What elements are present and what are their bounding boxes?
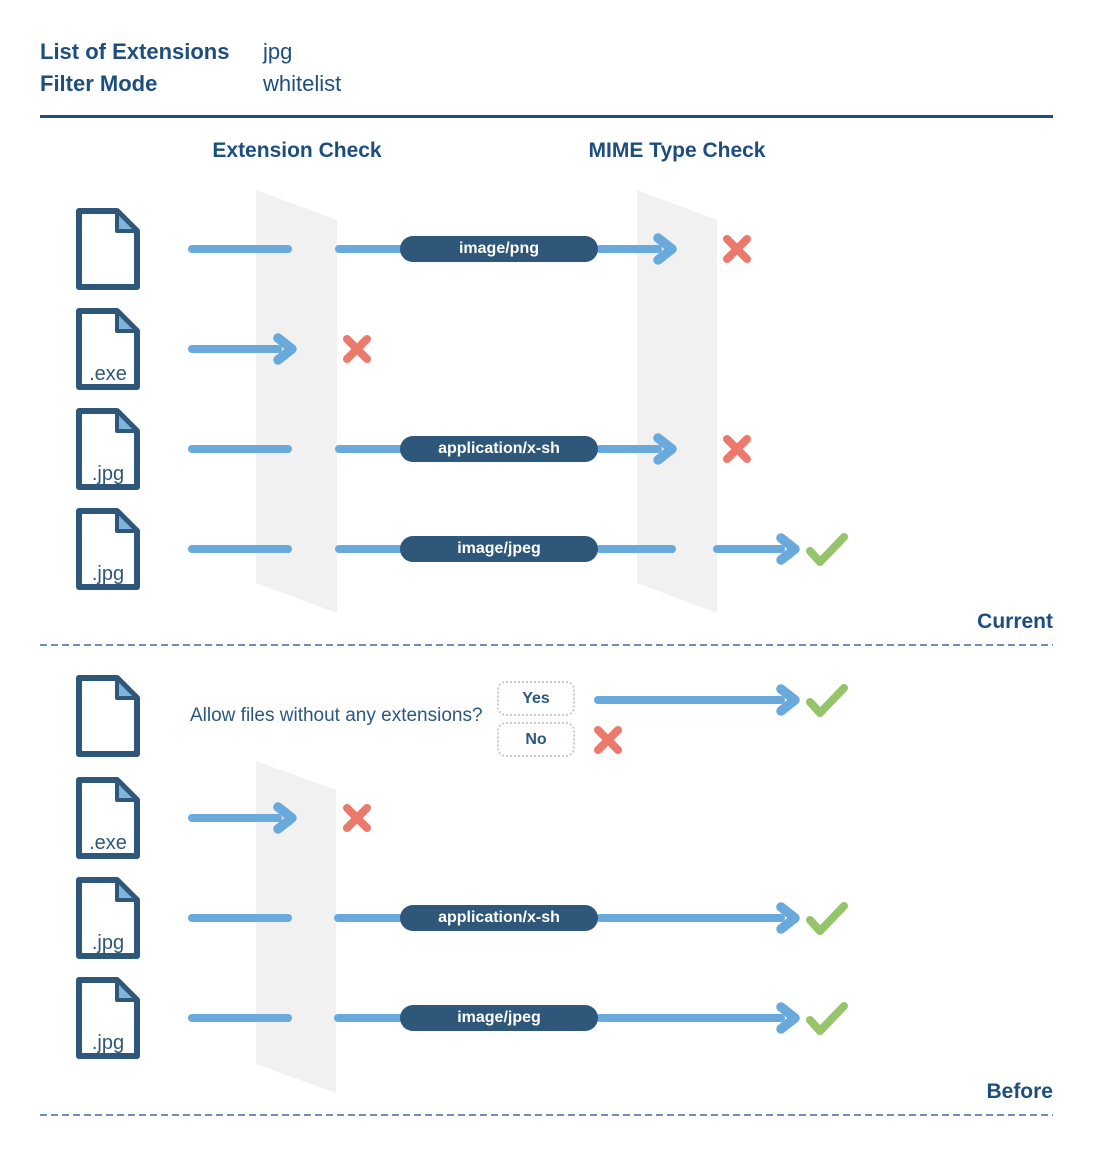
reject-x-icon xyxy=(347,339,367,359)
filter-mode-value: whitelist xyxy=(263,71,342,96)
list-of-extensions-value: jpg xyxy=(263,39,293,64)
mime-type-pill: application/x-sh xyxy=(400,436,598,462)
section-label-current: Current xyxy=(977,610,1053,633)
file-extension-label: .jpg xyxy=(91,563,125,585)
file-extension-label: .jpg xyxy=(91,932,125,954)
reject-x-icon xyxy=(727,239,747,259)
no-extension-question: Allow files without any extensions? xyxy=(190,705,483,726)
config-row: Filter Mode whitelist xyxy=(40,68,341,100)
mime-check-wall-current xyxy=(637,190,717,613)
file-icon xyxy=(79,211,137,287)
config-row: List of Extensions jpg xyxy=(40,36,341,68)
reject-x-icon xyxy=(347,808,367,828)
accept-check-icon xyxy=(810,906,844,931)
accept-check-icon xyxy=(810,537,844,562)
config-header: List of Extensions jpg Filter Mode white… xyxy=(40,36,341,100)
mime-type-pill: image/jpeg xyxy=(400,536,598,562)
filter-mode-label: Filter Mode xyxy=(40,71,158,96)
section-label-before: Before xyxy=(986,1080,1053,1103)
mime-type-pill: application/x-sh xyxy=(400,905,598,931)
file-icon xyxy=(79,678,137,754)
reject-x-icon xyxy=(598,730,618,750)
reject-x-icon xyxy=(727,439,747,459)
file-extension-label: .exe xyxy=(89,363,127,385)
extension-check-wall-current xyxy=(256,190,337,613)
mime-type-check-heading: MIME Type Check xyxy=(588,139,766,162)
extension-check-heading: Extension Check xyxy=(212,139,382,162)
mime-type-pill: image/png xyxy=(400,236,598,262)
accept-check-icon xyxy=(810,688,844,713)
accept-check-icon xyxy=(810,1006,844,1031)
mime-type-pill: image/jpeg xyxy=(400,1005,598,1031)
file-extension-label: .jpg xyxy=(91,1032,125,1054)
list-of-extensions-label: List of Extensions xyxy=(40,39,230,64)
file-extension-label: .exe xyxy=(89,832,127,854)
file-extension-label: .jpg xyxy=(91,463,125,485)
no-option: No xyxy=(497,722,575,757)
yes-option: Yes xyxy=(497,681,575,716)
extension-check-wall-before xyxy=(256,761,336,1093)
